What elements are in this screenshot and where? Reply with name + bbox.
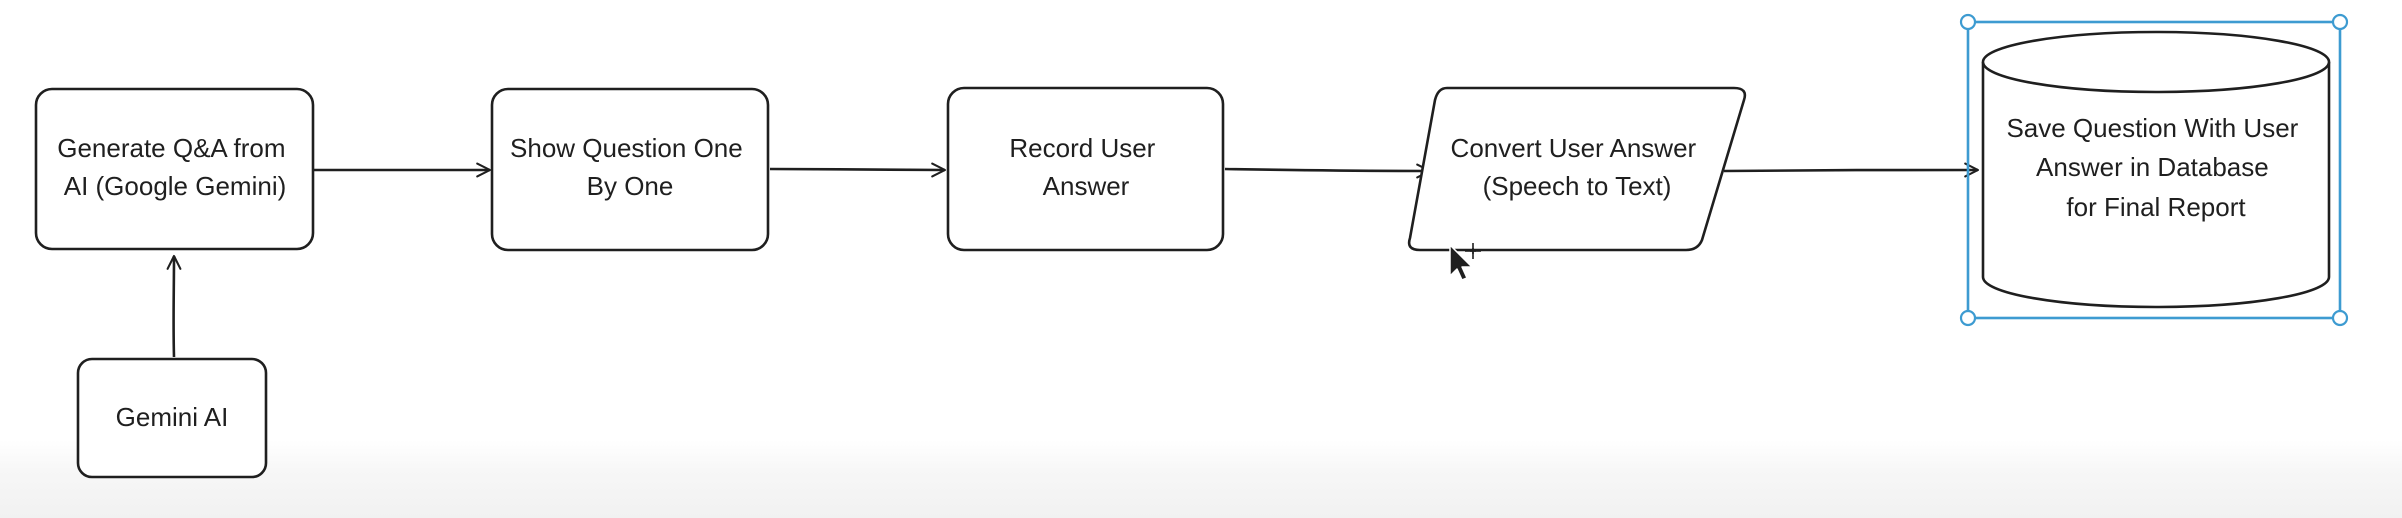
node-record-answer[interactable]: Record User Answer bbox=[946, 86, 1225, 252]
node-show-question[interactable]: Show Question One By One bbox=[490, 87, 770, 252]
node-record-answer-label: Record User Answer bbox=[1009, 133, 1162, 201]
resize-handle-bottom-left[interactable] bbox=[1959, 309, 1977, 327]
node-save-database[interactable]: Save Question With User Answer in Databa… bbox=[1981, 30, 2331, 309]
move-icon bbox=[1465, 243, 1481, 259]
node-gemini-ai-label: Gemini AI bbox=[116, 402, 229, 432]
node-show-question-label: Show Question One By One bbox=[510, 133, 750, 201]
node-generate-qa[interactable]: Generate Q&A from AI (Google Gemini) bbox=[34, 87, 315, 251]
connector-convert-to-save[interactable] bbox=[1723, 162, 1980, 178]
cursor-pointer-icon bbox=[1449, 243, 1481, 281]
node-convert-answer[interactable]: Convert User Answer (Speech to Text) bbox=[1407, 86, 1747, 252]
selection-box[interactable] bbox=[1959, 13, 2349, 327]
connector-show-to-record[interactable] bbox=[769, 162, 947, 178]
node-convert-answer-label: Convert User Answer (Speech to Text) bbox=[1451, 133, 1704, 201]
resize-handle-top-left[interactable] bbox=[1959, 13, 1977, 31]
resize-handle-bottom-right[interactable] bbox=[2331, 309, 2349, 327]
node-gemini-ai[interactable]: Gemini AI bbox=[76, 357, 268, 479]
node-save-database-label: Save Question With User Answer in Databa… bbox=[2006, 113, 2305, 222]
node-generate-qa-label: Generate Q&A from AI (Google Gemini) bbox=[57, 133, 293, 201]
resize-handle-top-right[interactable] bbox=[2331, 13, 2349, 31]
connector-record-to-convert[interactable] bbox=[1224, 163, 1432, 179]
